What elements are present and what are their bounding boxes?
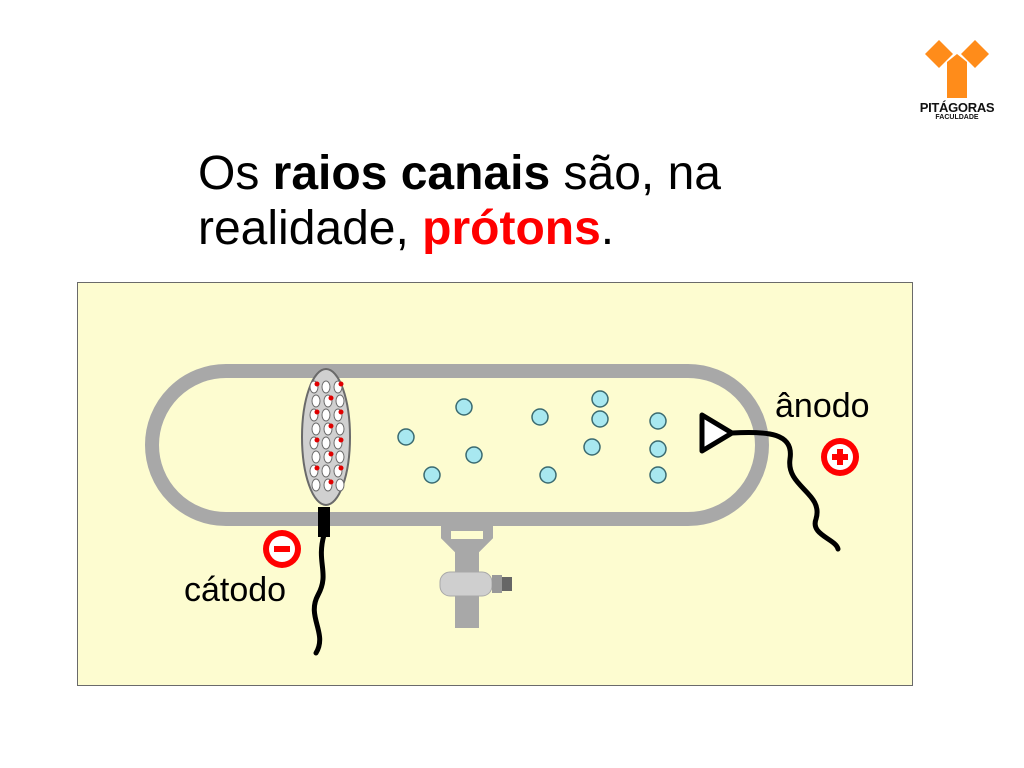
slide-title: Os raios canais são, na realidade, próto… (198, 146, 898, 256)
proton (397, 428, 415, 446)
title-text: Os (198, 147, 273, 200)
title-bold-term: raios canais (272, 147, 551, 200)
proton (649, 466, 667, 484)
proton (591, 410, 609, 428)
cathode-holes (309, 380, 345, 492)
title-text: são, na (550, 147, 721, 200)
cathode-terminal (318, 507, 330, 537)
valve (439, 571, 493, 597)
anode-label: ânodo (775, 387, 870, 425)
minus-icon (263, 530, 301, 568)
glass-tube (145, 364, 769, 526)
cathode-hole (321, 408, 331, 422)
cathode-label: cátodo (184, 571, 287, 609)
valve-knob (492, 575, 502, 593)
cathode-ray-tube-diagram: ânodo cátodo (77, 282, 913, 686)
proton (591, 390, 609, 408)
protons (397, 390, 667, 484)
cathode-hole (335, 450, 345, 464)
cathode-hole (335, 394, 345, 408)
cathode-proton-dot (328, 451, 334, 457)
cathode-hole (335, 478, 345, 492)
cathode-hole (321, 380, 331, 394)
cathode-hole (311, 478, 321, 492)
cathode-proton-dot (328, 423, 334, 429)
title-text: . (600, 202, 615, 255)
cathode-hole (311, 394, 321, 408)
cathode-proton-dot (314, 381, 320, 387)
logo-name: PITÁGORAS (919, 100, 995, 115)
cathode-proton-dot (314, 465, 320, 471)
logo-subtitle: FACULDADE (935, 114, 979, 121)
cathode-hole (311, 450, 321, 464)
cathode-hole (335, 422, 345, 436)
title-text: realidade, (198, 202, 423, 255)
cathode-proton-dot (338, 409, 344, 415)
plus-icon (821, 438, 859, 476)
proton (539, 466, 557, 484)
proton (423, 466, 441, 484)
pitagoras-logo: PITÁGORAS FACULDADE (912, 36, 1002, 128)
cathode-hole (321, 436, 331, 450)
cathode-proton-dot (328, 395, 334, 401)
cathode-proton-dot (314, 409, 320, 415)
proton (455, 398, 473, 416)
proton (465, 446, 483, 464)
cathode-proton-dot (328, 479, 334, 485)
proton (649, 440, 667, 458)
cathode-wire (311, 532, 327, 656)
anode-wire (729, 429, 841, 552)
cathode-proton-dot (338, 465, 344, 471)
pitagoras-logo-icon (925, 40, 989, 98)
cathode-proton-dot (314, 437, 320, 443)
proton (649, 412, 667, 430)
cathode-hole (311, 422, 321, 436)
proton (583, 438, 601, 456)
cathode-proton-dot (338, 381, 344, 387)
title-highlight-term: prótons (422, 202, 601, 255)
cathode-hole (321, 464, 331, 478)
anode (699, 412, 735, 454)
proton (531, 408, 549, 426)
diagram-canvas (145, 364, 859, 656)
cathode-proton-dot (338, 437, 344, 443)
